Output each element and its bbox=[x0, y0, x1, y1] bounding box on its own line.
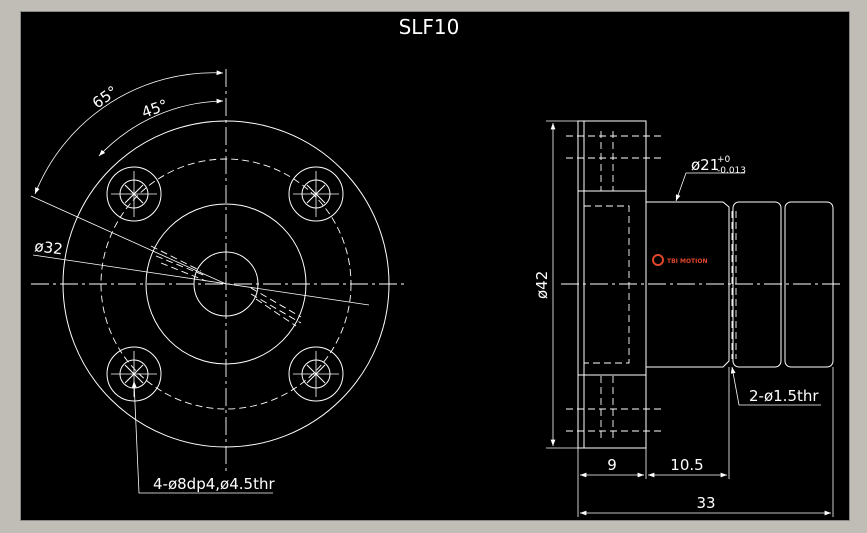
tolerance-upper: +0 bbox=[717, 155, 731, 165]
flange-outline bbox=[62, 120, 390, 448]
angle-65-label: 65° bbox=[89, 82, 121, 112]
pcd-leader bbox=[32, 254, 370, 306]
angle-45-label: 45° bbox=[139, 96, 170, 122]
front-view: 65° 45° ø32 4-ø8dp4,ø4.5thr bbox=[30, 69, 406, 494]
dim-10-5-label: 10.5 bbox=[670, 456, 703, 474]
nut-section bbox=[784, 201, 834, 368]
cad-drawing: SLF10 bbox=[30, 15, 844, 517]
bore-circle bbox=[193, 251, 259, 317]
angle-45-arc bbox=[98, 98, 224, 157]
flange-side bbox=[577, 120, 647, 449]
pcd-label: ø32 bbox=[34, 237, 64, 258]
holes-callout: 4-ø8dp4,ø4.5thr bbox=[153, 475, 275, 493]
nut-section bbox=[732, 201, 782, 368]
dim-9-label: 9 bbox=[607, 456, 617, 474]
shaft-diameter-leader bbox=[675, 172, 745, 202]
side-view: TBI MOTION ø42 ø21 +0 -0.013 2-ø1.5thr 9… bbox=[533, 120, 844, 517]
drawing-canvas[interactable]: SLF10 bbox=[20, 11, 850, 521]
logo-text: TBI MOTION bbox=[667, 258, 708, 265]
angle-65-arc bbox=[34, 70, 224, 195]
tolerance-lower: -0.013 bbox=[717, 166, 746, 176]
bolt-circle bbox=[100, 158, 352, 410]
body-shaft bbox=[646, 201, 730, 368]
body-circle bbox=[145, 203, 307, 365]
holes-leader bbox=[131, 380, 273, 494]
grease-hole-label: 2-ø1.5thr bbox=[749, 387, 819, 405]
grease-hole-leader bbox=[730, 366, 821, 406]
drawing-title: SLF10 bbox=[399, 15, 460, 39]
flange-diameter-label: ø42 bbox=[533, 271, 551, 299]
dim-33-label: 33 bbox=[696, 494, 715, 512]
shaft-diameter-label: ø21 bbox=[691, 156, 719, 174]
tbi-logo: TBI MOTION bbox=[652, 254, 708, 266]
